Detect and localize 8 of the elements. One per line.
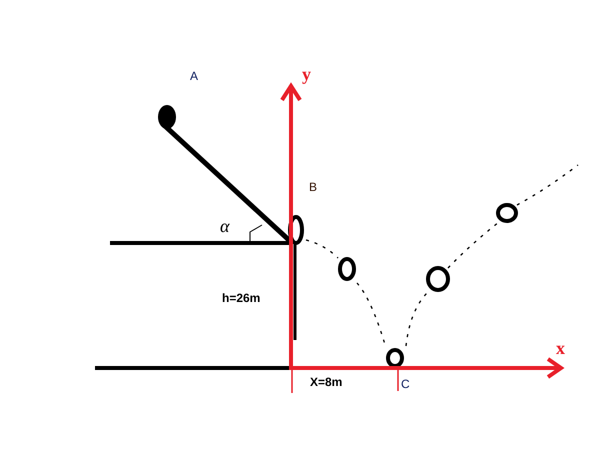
point-label: C	[401, 378, 410, 390]
angle-label: α	[220, 217, 230, 235]
point-label: B	[309, 181, 318, 193]
dimension-label: X=8m	[310, 376, 342, 388]
axis-label: x	[556, 339, 565, 357]
dimension-label: h=26m	[222, 292, 260, 304]
axis-label: y	[302, 65, 311, 83]
point-label: A	[190, 70, 198, 82]
